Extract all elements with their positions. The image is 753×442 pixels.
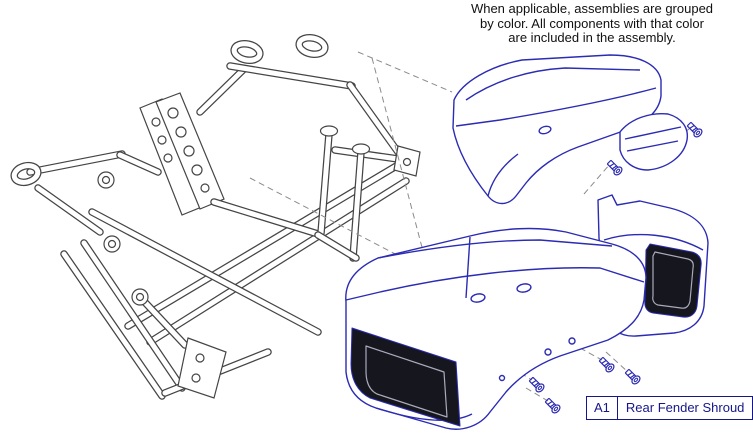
part-label-text: Rear Fender Shroud: [625, 400, 745, 415]
assembly-note-line: When applicable, assemblies are grouped: [470, 1, 714, 16]
screw-icon: [543, 396, 563, 416]
assembly-note-line: are included in the assembly.: [508, 30, 676, 45]
part-label-id: A1: [587, 397, 618, 419]
frame-drawing: [10, 33, 421, 400]
part-label[interactable]: A1 Rear Fender Shroud: [586, 396, 753, 420]
screw-icon: [597, 355, 617, 375]
upper-shroud-drawing: [452, 54, 689, 205]
screw-icon: [605, 158, 625, 178]
screw-icon: [623, 367, 643, 387]
assembly-note: When applicable, assemblies are grouped …: [462, 1, 722, 46]
lower-shroud-drawing: [345, 194, 709, 430]
assembly-note-line: by color. All components with that color: [479, 15, 704, 31]
